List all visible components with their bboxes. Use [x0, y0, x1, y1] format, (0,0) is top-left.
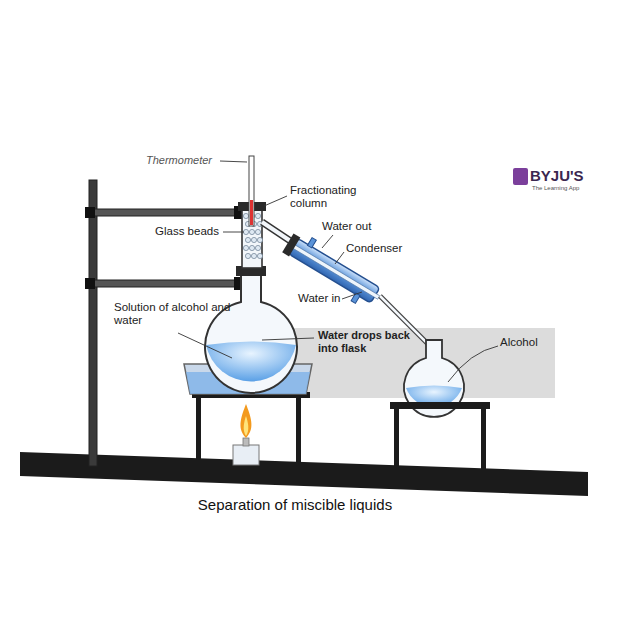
part-label: Glass beads	[155, 225, 225, 238]
receiver-stand	[390, 402, 490, 409]
round-bottom-flask	[206, 342, 296, 382]
part-label: Solution of alcohol and water	[114, 301, 244, 327]
tripod-stand	[296, 396, 301, 466]
fractionating-column	[238, 202, 298, 268]
part-label: Water in	[298, 292, 358, 305]
fractionating-column	[249, 245, 254, 250]
receiver-stand	[394, 408, 399, 470]
retort-stand	[90, 209, 250, 216]
logo-text: BYJU'S	[530, 167, 610, 184]
logo-text: The Learning App	[532, 185, 612, 192]
part-label: Condenser	[346, 242, 426, 255]
logo-mark	[513, 168, 528, 185]
fractionating-column	[257, 237, 262, 242]
bench-base	[20, 452, 588, 496]
leader-lines	[262, 338, 314, 340]
figure-caption: Separation of miscible liquids	[150, 496, 440, 513]
leader-lines	[322, 235, 333, 248]
part-label: Thermometer	[146, 154, 226, 167]
bench-base	[20, 452, 588, 496]
fractionating-column	[245, 253, 250, 258]
fractionating-column	[243, 229, 248, 234]
retort-stand	[89, 180, 97, 466]
liebig-condenser	[279, 228, 387, 312]
fractionating-column	[249, 229, 254, 234]
leader-lines	[448, 346, 498, 382]
receiver-stand	[390, 402, 490, 470]
round-bottom-flask	[205, 266, 297, 393]
tripod-stand	[192, 392, 310, 466]
fractionating-column	[245, 237, 250, 242]
fractionating-column	[255, 245, 260, 250]
leader-lines	[220, 161, 247, 162]
fractionating-column	[251, 253, 256, 258]
fractionating-column	[257, 253, 262, 258]
leader-lines	[178, 161, 498, 382]
thermometer	[249, 156, 254, 226]
part-label: Water out	[322, 220, 392, 233]
spirit-burner	[243, 438, 249, 446]
spirit-burner	[244, 416, 249, 436]
spirit-burner	[233, 445, 259, 465]
liebig-condenser	[282, 233, 300, 256]
part-label: Water drops back into flask	[318, 329, 426, 354]
tripod-stand	[196, 396, 201, 466]
retort-stand	[90, 280, 250, 287]
fractionating-column	[255, 229, 260, 234]
spirit-burner	[241, 404, 252, 438]
thermometer	[249, 156, 254, 226]
receiver-stand	[481, 408, 486, 470]
logo-mark	[513, 168, 528, 185]
leader-lines	[264, 196, 287, 206]
liebig-condenser	[307, 238, 316, 248]
fractionating-column	[251, 237, 256, 242]
leader-lines	[178, 333, 232, 358]
leader-lines	[223, 232, 244, 233]
leader-lines	[335, 252, 344, 264]
retort-stand	[85, 278, 95, 289]
fractionating-column	[243, 245, 248, 250]
retort-stand	[85, 207, 95, 218]
fractionating-column	[243, 213, 248, 218]
part-label: Alcohol	[500, 336, 560, 349]
spirit-burner	[233, 404, 259, 465]
fractionating-column	[255, 213, 260, 218]
round-bottom-flask	[205, 272, 297, 393]
thermometer	[250, 200, 253, 225]
leader-lines	[342, 292, 362, 299]
part-label: Fractionating column	[290, 184, 380, 210]
